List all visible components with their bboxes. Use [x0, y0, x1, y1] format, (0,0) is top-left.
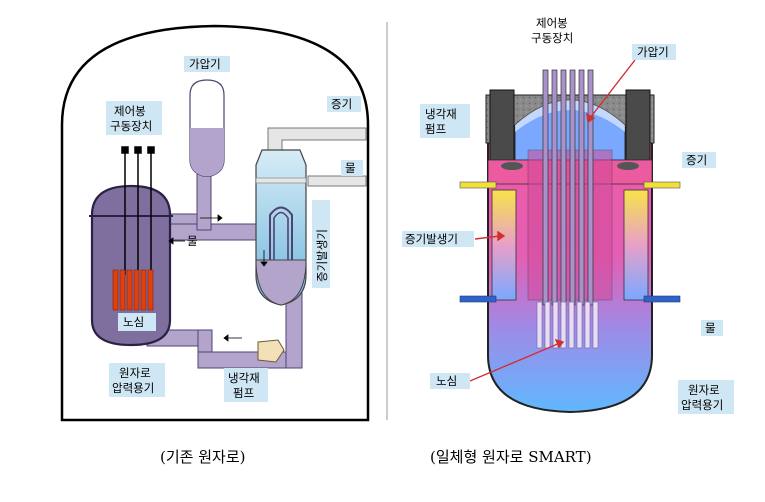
- label-smart-pressure-vessel: 압력용기: [681, 398, 723, 412]
- smart-core-label-bg: [430, 373, 470, 389]
- water-label-bg: [341, 160, 363, 176]
- sg-label-bg: [312, 200, 330, 288]
- reactor-core: [112, 269, 154, 311]
- label-steam: 증기: [331, 97, 352, 111]
- smart-pump-housing-left: [489, 89, 515, 161]
- steam-generator: [255, 149, 307, 306]
- smart-reactor-diagram: 제어봉 구동장치 가압기 냉각재 펌프 증기 증기발생기 물 노심 원자로 압력…: [402, 16, 734, 414]
- label-smart-water: 물: [705, 321, 716, 335]
- label-smart-reactor: 원자로: [688, 383, 720, 397]
- label-smart-pressurizer: 가압기: [637, 45, 669, 59]
- label-water: 물: [345, 161, 356, 175]
- pump-impeller-left: [501, 162, 523, 170]
- smart-steam-line-left: [459, 181, 497, 189]
- label-steam-generator: 증기발생기: [315, 229, 329, 282]
- label-coolant: 냉각재: [228, 371, 260, 385]
- label-smart-pump: 펌프: [425, 122, 446, 136]
- pump-label-bg: [224, 368, 268, 402]
- coolant-pump: [257, 339, 285, 363]
- label-pressurizer: 가압기: [189, 57, 221, 71]
- pump-impeller-right: [617, 162, 639, 170]
- pressurizer: [189, 79, 225, 177]
- label-pressure-vessel: 압력용기: [112, 381, 154, 395]
- pressurizer-label-bg: [184, 56, 230, 72]
- label-smart-control-rod: 제어봉: [536, 16, 568, 30]
- steam-label-bg: [327, 96, 361, 112]
- feedwater-line: [307, 175, 367, 187]
- caption-smart: (일체형 원자로 SMART): [430, 448, 592, 466]
- label-smart-drive-mechanism: 구동장치: [531, 31, 573, 45]
- smart-steam-generator-left: [491, 189, 517, 301]
- label-pump: 펌프: [233, 386, 254, 400]
- label-smart-coolant: 냉각재: [425, 107, 457, 121]
- flow-arrows: [168, 214, 268, 342]
- coolant-loop-piping: [146, 173, 303, 369]
- smart-reactor-core: [536, 301, 599, 349]
- smart-pump-label-bg: [420, 104, 470, 138]
- smart-water-label-bg: [701, 320, 723, 336]
- label-smart-steam-generator: 증기발생기: [405, 232, 458, 246]
- smart-feedwater-left: [459, 295, 497, 303]
- smart-pump-housing-right: [625, 89, 651, 161]
- smart-feedwater-right: [643, 295, 681, 303]
- smart-vessel-label-bg: [678, 380, 734, 414]
- conventional-reactor-diagram: 물 가압기 제어봉 구동장치 증기 물 증기발생기 노심 원자로 압력용기 냉각…: [60, 24, 370, 422]
- smart-leader-lines: [469, 59, 636, 382]
- label-reactor: 원자로: [119, 366, 151, 380]
- control-rods: [121, 146, 155, 275]
- caption-conventional: (기존 원자로): [160, 448, 245, 466]
- label-core: 노심: [123, 315, 144, 329]
- core-label-bg: [118, 313, 156, 331]
- smart-sg-label-bg: [402, 231, 474, 247]
- crdm-label-bg: [106, 101, 162, 135]
- smart-steam-label-bg: [682, 152, 716, 168]
- smart-pressurizer-label-bg: [632, 44, 676, 60]
- flow-water-mark: 물: [187, 234, 198, 248]
- label-drive-mechanism: 구동장치: [110, 119, 152, 133]
- label-control-rod: 제어봉: [114, 104, 146, 118]
- smart-steam-line-right: [643, 181, 681, 189]
- label-smart-steam: 증기: [686, 153, 707, 167]
- vessel-label-bg: [109, 363, 165, 397]
- label-smart-core: 노심: [436, 374, 457, 388]
- smart-steam-generator-right: [623, 189, 649, 301]
